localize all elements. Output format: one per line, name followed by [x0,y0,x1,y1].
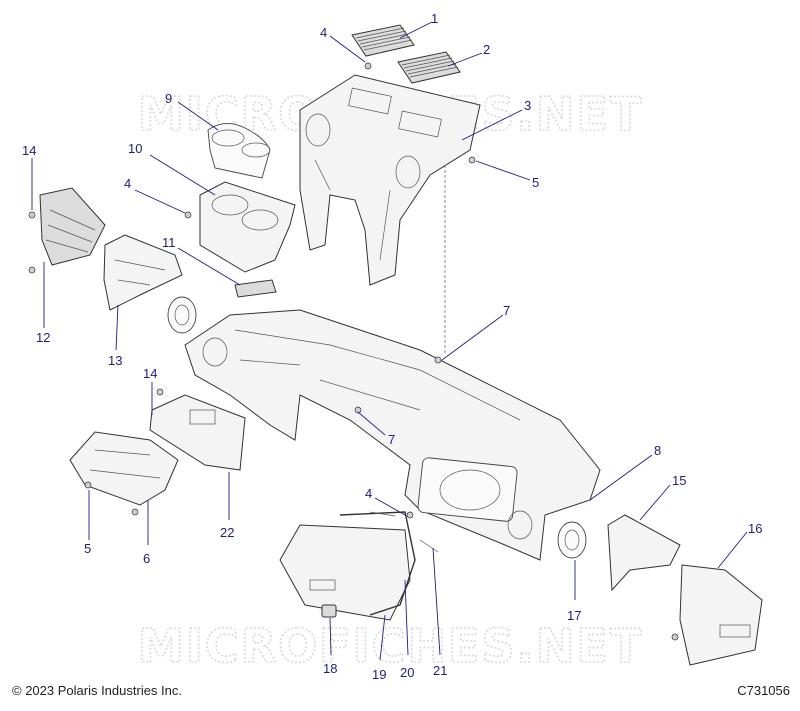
callout-label: 20 [400,665,414,680]
part-side-bracket [103,234,183,311]
callout-7-center: 7 [357,411,395,447]
callout-label: 2 [483,42,490,57]
part-upper-dash-panel [299,74,481,286]
watermark-bottom: MICROFICHES.NET [138,619,643,673]
callout-label: 17 [567,608,581,623]
callout-11: 11 [162,235,241,286]
callout-label: 8 [654,443,661,458]
diagram-code: C731056 [737,683,790,698]
callout-label: 1 [431,11,438,26]
callout-label: 14 [143,366,157,381]
callout-20: 20 [400,579,414,680]
callout-label: 4 [124,176,131,191]
copyright-notice: © 2023 Polaris Industries Inc. [12,683,182,698]
callout-label: 12 [36,330,50,345]
callout-label: 4 [365,486,372,501]
callout-15: 15 [639,473,686,521]
callout-9: 9 [165,91,219,131]
callout-label: 7 [388,432,395,447]
callout-7-right: 7 [441,303,510,361]
callout-label: 14 [22,143,36,158]
callout-label: 7 [503,303,510,318]
part-ring-trim-right [557,521,587,559]
callout-label: 15 [672,473,686,488]
part-lower-left-cover [69,431,179,506]
callout-8: 8 [589,443,661,501]
part-ring-trim-left [167,296,197,334]
callout-label: 3 [524,98,531,113]
part-switch-bezel [234,279,277,298]
part-glovebox-door [279,524,411,621]
part-right-side-panel [679,564,763,666]
callout-label: 22 [220,525,234,540]
callout-label: 9 [165,91,172,106]
callout-3: 3 [461,98,531,141]
callout-4-left: 4 [124,176,186,214]
part-lower-center-panel [149,394,246,471]
callout-10: 10 [128,141,216,196]
callout-label: 13 [108,353,122,368]
callout-19: 19 [372,614,386,682]
callout-label: 5 [532,175,539,190]
callout-label: 6 [143,551,150,566]
part-vent-grille-1 [351,24,415,57]
part-cup-holder-insert [207,123,271,179]
callout-17: 17 [567,560,581,623]
callout-14-left: 14 [22,143,36,210]
part-cup-holder-housing [199,181,296,273]
part-vent-grille-2 [397,51,461,84]
callout-label: 10 [128,141,142,156]
part-glovebox-frame [339,511,416,616]
callout-4-bottom: 4 [365,486,406,516]
callout-16: 16 [717,521,762,569]
callout-label: 19 [372,667,386,682]
callout-18: 18 [323,617,337,676]
callout-1: 1 [399,11,438,39]
callout-21: 21 [432,547,447,678]
callout-4-top: 4 [320,25,366,63]
callout-13: 13 [108,304,122,368]
callout-22: 22 [220,472,234,540]
callout-label: 5 [84,541,91,556]
part-right-bracket [607,514,681,592]
callout-label: 18 [323,661,337,676]
callout-label: 21 [433,663,447,678]
part-main-dashboard [184,309,601,561]
callout-2: 2 [447,42,490,67]
callout-5-bottom: 5 [84,490,91,556]
callout-6: 6 [143,500,150,566]
callout-label: 11 [162,235,176,250]
part-left-side-panel [39,187,106,266]
callout-5-top: 5 [475,160,539,190]
callout-label: 4 [320,25,327,40]
callout-14-mid: 14 [143,366,157,415]
callout-12: 12 [36,262,50,345]
part-latch [321,604,337,618]
callout-label: 16 [748,521,762,536]
hardware-fasteners [28,62,679,641]
